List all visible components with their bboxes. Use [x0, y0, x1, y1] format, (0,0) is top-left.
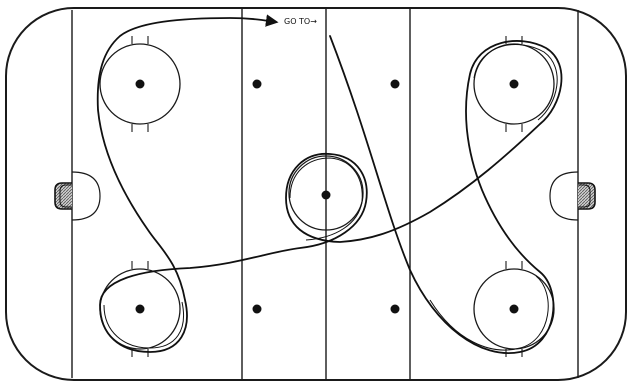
- center-faceoff-dot: [321, 190, 331, 200]
- faceoff-dot-top-right: [509, 79, 519, 89]
- neutral-dot-bottom-right: [390, 304, 400, 314]
- rink-boards: [5, 7, 627, 381]
- skating-path-trace-bottom-left: [103, 301, 184, 349]
- goal-crease-left: [71, 171, 101, 221]
- goal-crease-right: [549, 171, 579, 221]
- faceoff-dot-bottom-right: [509, 304, 519, 314]
- skating-path-trace-bottom-right: [429, 275, 549, 351]
- skating-path-trace-center: [289, 157, 363, 241]
- net-right: [578, 182, 596, 210]
- neutral-dot-bottom-left: [252, 304, 262, 314]
- center-ice-circle: [288, 155, 364, 231]
- faceoff-circle-top-left: [99, 36, 181, 132]
- faceoff-dot-bottom-left: [135, 304, 145, 314]
- skating-path-trace-top-right: [473, 44, 558, 121]
- neutral-dot-top-right: [390, 79, 400, 89]
- net-left: [54, 182, 72, 210]
- drill-label: GO TO→: [284, 17, 317, 26]
- faceoff-dot-top-left: [135, 79, 145, 89]
- neutral-dot-top-left: [252, 79, 262, 89]
- faceoff-circle-top-right: [473, 36, 555, 132]
- skating-path: [96, 14, 563, 354]
